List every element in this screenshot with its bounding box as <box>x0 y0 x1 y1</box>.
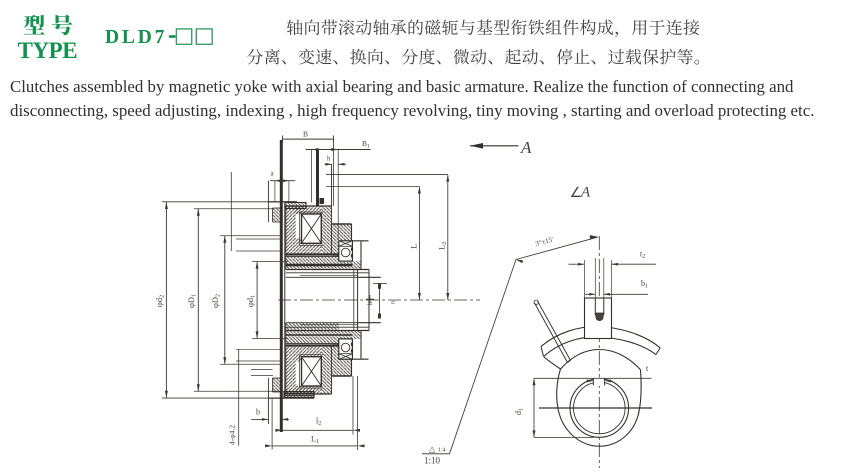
svg-text:h: h <box>327 155 331 163</box>
svg-text:B: B <box>303 130 308 139</box>
svg-text:l2: l2 <box>316 417 321 428</box>
svg-text:b: b <box>367 302 374 305</box>
svg-text:φd1: φd1 <box>245 295 257 307</box>
svg-text:4-φ4.2: 4-φ4.2 <box>228 425 237 445</box>
svg-text:a: a <box>271 170 275 178</box>
svg-text:1:4: 1:4 <box>438 448 446 454</box>
svg-text:DLD7: DLD7 <box>105 27 167 48</box>
svg-text:b: b <box>256 408 260 417</box>
svg-text:Clutches assembled by magnetic: Clutches assembled by magnetic yoke with… <box>10 77 794 96</box>
svg-text:n: n <box>390 300 397 304</box>
svg-text:△: △ <box>429 445 436 454</box>
svg-text:∠: ∠ <box>570 186 583 201</box>
svg-text:1:10: 1:10 <box>424 456 441 466</box>
svg-text:L1: L1 <box>311 435 319 446</box>
svg-text:t: t <box>646 364 649 373</box>
svg-text:φD1: φD1 <box>186 294 198 308</box>
svg-text:TYPE: TYPE <box>18 38 78 63</box>
svg-text:L2: L2 <box>437 242 449 250</box>
svg-text:t2: t2 <box>640 250 645 261</box>
svg-text:disconnecting, speed adjusting: disconnecting, speed adjusting, indexing… <box>10 101 814 120</box>
svg-text:b1: b1 <box>641 279 648 290</box>
svg-text:A: A <box>580 185 591 201</box>
svg-text:φD2: φD2 <box>210 294 222 308</box>
svg-text:3°±15′: 3°±15′ <box>534 235 555 248</box>
svg-text:φd2: φd2 <box>154 295 166 307</box>
svg-text:L: L <box>409 244 419 249</box>
svg-text:A: A <box>520 138 532 157</box>
svg-text:B1: B1 <box>362 139 370 150</box>
svg-text:d1: d1 <box>514 408 525 415</box>
